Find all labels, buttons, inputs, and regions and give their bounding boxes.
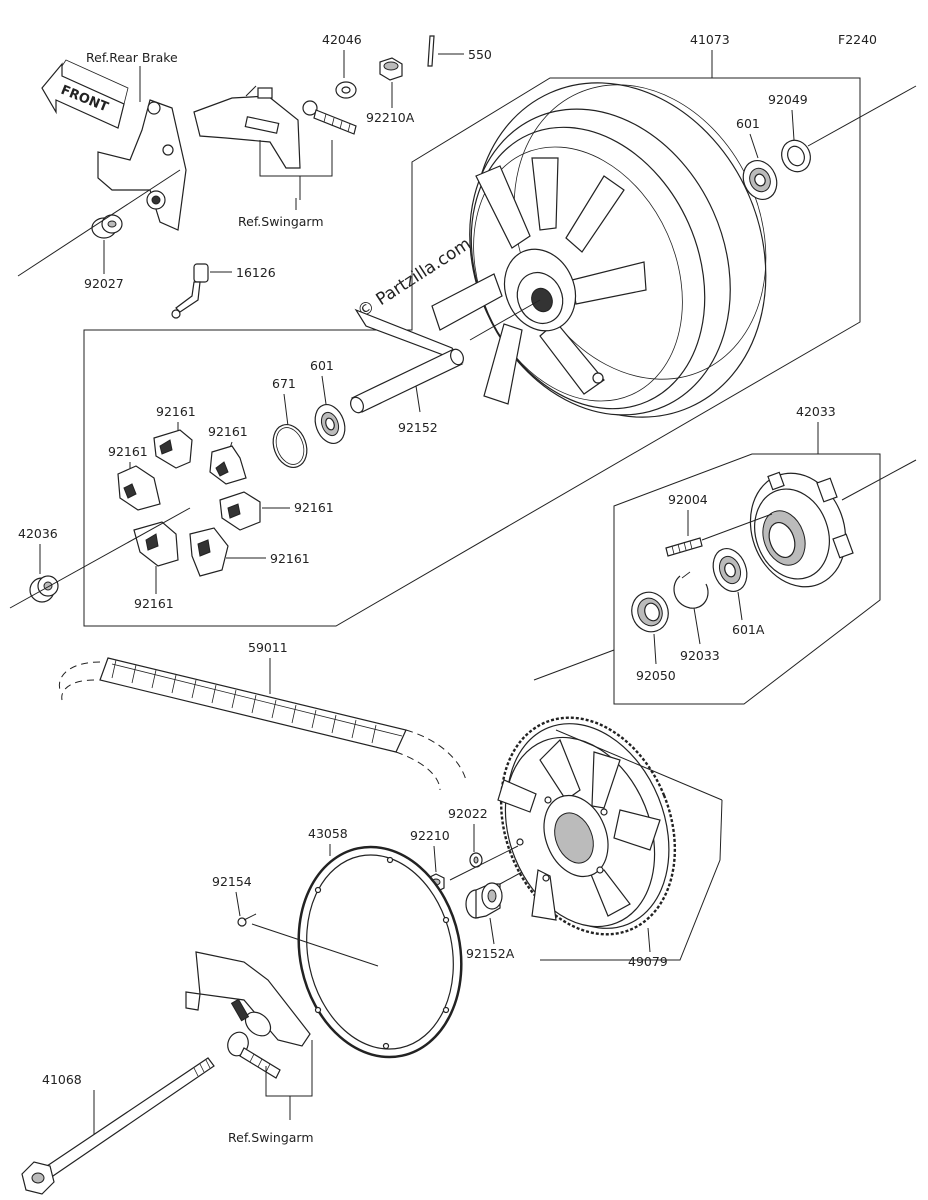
part-41068-rear-axle (21, 1057, 215, 1195)
adjuster-bolt-top (302, 100, 357, 135)
part-92161-damper-e (189, 527, 229, 577)
label-42046: 42046 (322, 32, 362, 47)
part-59011-drive-belt (58, 657, 467, 791)
part-92033-circlip (673, 571, 709, 609)
label-41068: 41068 (42, 1072, 82, 1087)
part-92152-spacer (350, 308, 464, 414)
label-92049: 92049 (768, 92, 808, 107)
label-49079: 49079 (628, 954, 668, 969)
label-92161-c: 92161 (108, 444, 148, 459)
part-92161-damper-a (153, 429, 193, 469)
adjuster-bolt-bottom (227, 1031, 281, 1079)
swingarm-bracket-top (193, 85, 301, 169)
part-92050-oil-seal (631, 591, 669, 633)
part-42046-washer (335, 81, 357, 99)
part-671-ring (272, 424, 308, 468)
part-92152A-collar (465, 882, 503, 919)
part-601A-bearing (712, 548, 748, 592)
label-671: 671 (272, 376, 296, 391)
label-ref-swingarm-bottom: Ref.Swingarm (228, 1130, 314, 1145)
label-92161-e: 92161 (270, 551, 310, 566)
label-92161-f: 92161 (134, 596, 174, 611)
part-92210A-nut (379, 57, 403, 81)
label-601A: 601A (732, 622, 765, 637)
part-92027-collar (91, 214, 123, 239)
part-92049-oil-seal (781, 139, 811, 173)
label-92161-b: 92161 (208, 424, 248, 439)
label-ref-rear-brake: Ref.Rear Brake (86, 50, 178, 65)
part-92161-damper-b (209, 445, 247, 485)
label-92152A: 92152A (466, 946, 515, 961)
part-92154-screw (237, 913, 257, 927)
part-92161-damper-c (117, 465, 161, 511)
part-92004-stud (665, 537, 703, 557)
label-92050: 92050 (636, 668, 676, 683)
diagram-code: F2240 (838, 32, 877, 47)
label-42036: 42036 (18, 526, 58, 541)
label-42033: 42033 (796, 404, 836, 419)
part-92161-damper-f (133, 521, 179, 567)
label-16126: 16126 (236, 265, 276, 280)
label-92161-a: 92161 (156, 404, 196, 419)
label-92161-d: 92161 (294, 500, 334, 515)
rear-brake-bracket (97, 99, 187, 231)
label-41073: 41073 (690, 32, 730, 47)
part-550-cotter-pin (427, 35, 435, 67)
part-16126-air-valve (171, 263, 209, 319)
label-550: 550 (468, 47, 492, 62)
rear-wheel-41073 (431, 82, 767, 418)
part-49079-rear-pulley (497, 716, 677, 936)
part-601-bearing-top (742, 160, 778, 200)
label-92152: 92152 (398, 420, 438, 435)
part-43058-pulley-cover (297, 845, 463, 1059)
front-arrow-icon: FRONT (41, 59, 129, 129)
swingarm-bracket-bottom (185, 951, 311, 1047)
label-92033: 92033 (680, 648, 720, 663)
label-601-mid: 601 (310, 358, 334, 373)
label-43058: 43058 (308, 826, 348, 841)
label-92004: 92004 (668, 492, 708, 507)
part-92161-damper-d (219, 491, 261, 531)
label-601-top: 601 (736, 116, 760, 131)
label-92154: 92154 (212, 874, 252, 889)
label-92022: 92022 (448, 806, 488, 821)
part-42033-coupling (749, 471, 854, 588)
part-601-bearing-mid (314, 404, 346, 444)
label-92027: 92027 (84, 276, 124, 291)
label-ref-swingarm-top: Ref.Swingarm (238, 214, 324, 229)
label-59011: 59011 (248, 640, 288, 655)
label-92210: 92210 (410, 828, 450, 843)
label-92210A: 92210A (366, 110, 415, 125)
